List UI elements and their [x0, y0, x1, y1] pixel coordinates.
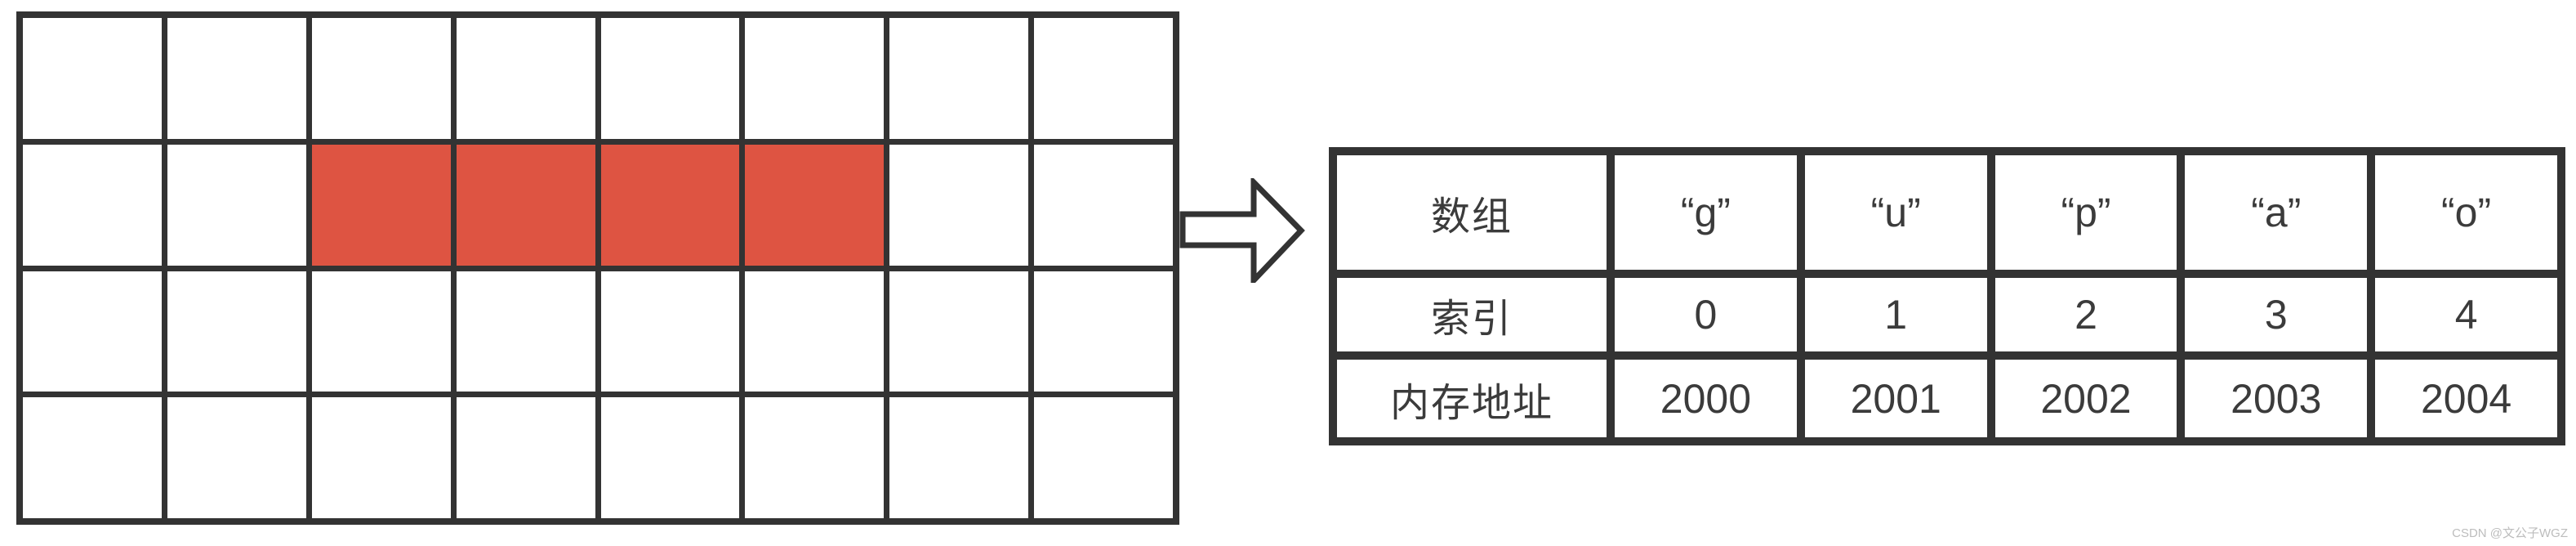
memory-cell — [889, 144, 1029, 266]
memory-cell — [889, 18, 1029, 139]
memory-cell — [456, 271, 595, 392]
memory-cell — [456, 18, 595, 139]
table-cell: 2002 — [1994, 360, 2177, 437]
memory-cell — [167, 271, 306, 392]
memory-cell-highlighted — [745, 144, 885, 266]
memory-cell — [745, 397, 885, 518]
table-row-label: 数组 — [1337, 155, 1607, 270]
memory-cell — [311, 271, 451, 392]
memory-cell — [311, 18, 451, 139]
memory-cell — [23, 144, 162, 266]
memory-cell — [167, 397, 306, 518]
memory-cell — [600, 271, 740, 392]
block-arrow-right-icon — [1179, 178, 1305, 283]
memory-cell — [167, 18, 306, 139]
memory-cell — [889, 271, 1029, 392]
memory-cell-highlighted — [600, 144, 740, 266]
memory-cell — [745, 18, 885, 139]
table-row-label: 内存地址 — [1337, 360, 1607, 437]
memory-cell — [745, 271, 885, 392]
table-cell: 4 — [2375, 278, 2557, 351]
watermark: CSDN @文公子WGZ — [2452, 526, 2568, 540]
table-cell: 2004 — [2375, 360, 2557, 437]
table-cell: 2003 — [2185, 360, 2368, 437]
memory-cell-highlighted — [456, 144, 595, 266]
table-cell: “g” — [1615, 155, 1797, 270]
table-cell: “u” — [1804, 155, 1987, 270]
memory-cell — [1034, 271, 1173, 392]
table-cell: “a” — [2185, 155, 2368, 270]
table-cell: 2001 — [1804, 360, 1987, 437]
memory-cell — [600, 18, 740, 139]
memory-cell — [167, 144, 306, 266]
table-cell: 1 — [1804, 278, 1987, 351]
memory-cell — [600, 397, 740, 518]
memory-cell — [456, 397, 595, 518]
memory-cell — [889, 397, 1029, 518]
memory-cell — [1034, 18, 1173, 139]
memory-cell — [23, 397, 162, 518]
memory-cell — [23, 18, 162, 139]
table-cell: 2000 — [1615, 360, 1797, 437]
memory-cell — [23, 271, 162, 392]
table-cell: 2 — [1994, 278, 2177, 351]
memory-cell-highlighted — [311, 144, 451, 266]
table-cell: “p” — [1994, 155, 2177, 270]
memory-grid — [16, 11, 1179, 525]
memory-cell — [1034, 397, 1173, 518]
table-cell: 3 — [2185, 278, 2368, 351]
memory-cell — [1034, 144, 1173, 266]
memory-cell — [311, 397, 451, 518]
table-cell: 0 — [1615, 278, 1797, 351]
table-cell: “o” — [2375, 155, 2557, 270]
table-row-label: 索引 — [1337, 278, 1607, 351]
